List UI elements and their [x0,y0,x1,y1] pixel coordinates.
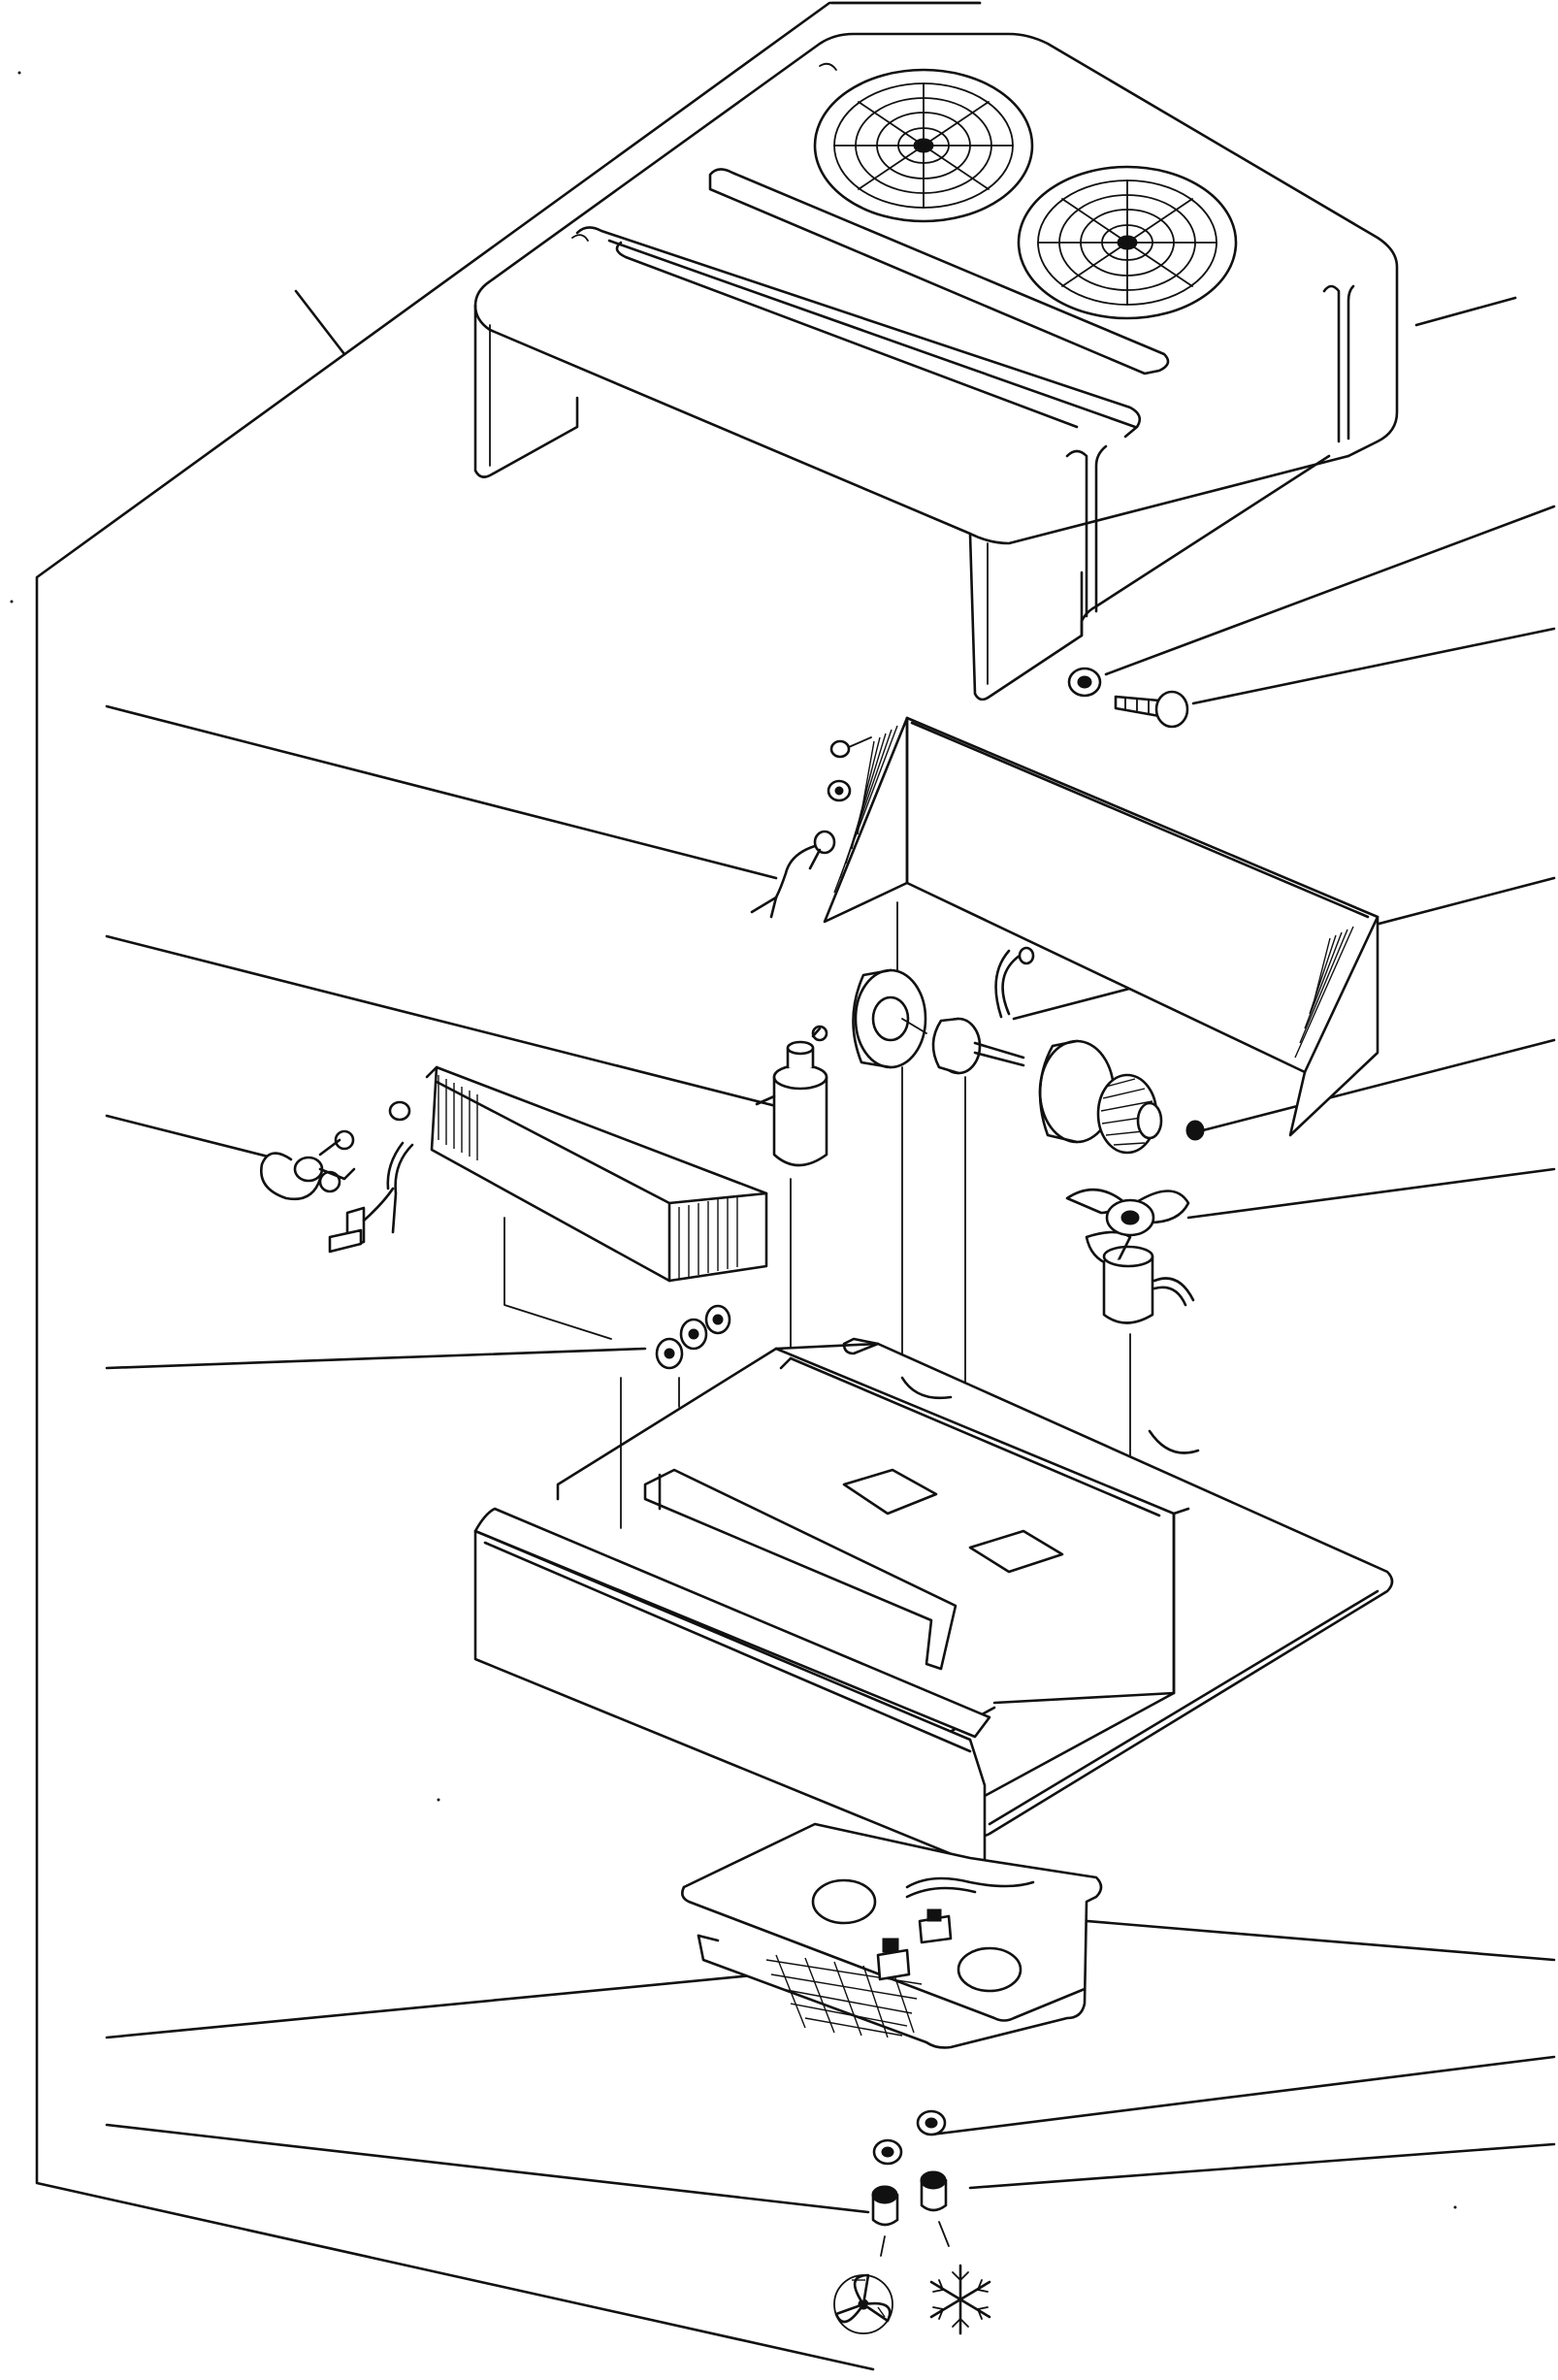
wire-harness-icon [750,830,836,919]
cover-screw-icon [1114,690,1189,729]
scan-speck [10,600,14,603]
leader-cover-grommet [1104,505,1556,676]
control-box [681,1822,1103,2049]
blower-assembly [852,946,1205,1155]
knob-grommet-icon [872,2109,947,2166]
leader-knob-grommet [929,2055,1556,2136]
leader-temperature-knob [105,2123,870,2214]
condenser-coil-housing [823,716,1379,1137]
receiver-drier-icon [755,1025,828,1167]
fan-symbol-icon [833,2273,893,2334]
condenser-fan-icon [1065,1188,1195,1324]
leader-top-cover [1414,296,1517,327]
leader-wire-harness [105,704,778,880]
scan-speck [1453,2205,1457,2209]
cover-grommet-icon [1067,667,1102,698]
fan-grille-2-icon [1017,165,1238,320]
leader-receiver-drier [105,934,778,1108]
evaporator-coil [386,1065,768,1283]
leader-clamp-set [105,1347,647,1370]
assembly-guide-lines [503,901,1131,1529]
base-tray [473,1337,1394,1870]
scan-speck [437,1798,440,1802]
leader-frame-assembly [294,289,346,356]
leader-expansion-valve [105,1114,293,1164]
snowflake-symbol-icon [929,2264,991,2335]
scan-speck [17,71,21,75]
expansion-valve-icon [260,1129,395,1254]
leader-condenser-fan [1186,1167,1556,1220]
top-cover [473,32,1399,701]
leader-lines [105,289,1556,2214]
clamp-set-icon [655,1304,731,1370]
fan-grille-1-icon [813,68,1034,223]
leader-cover-screw [1191,627,1556,705]
leader-motor-nut [1201,1038,1556,1132]
assembly-bracket [35,1,982,2371]
leader-thermostat [105,1963,865,2039]
temperature-knob-icon [871,2185,899,2227]
fan-knob-icon [920,2170,948,2212]
leader-fan-knob [968,2142,1556,2190]
